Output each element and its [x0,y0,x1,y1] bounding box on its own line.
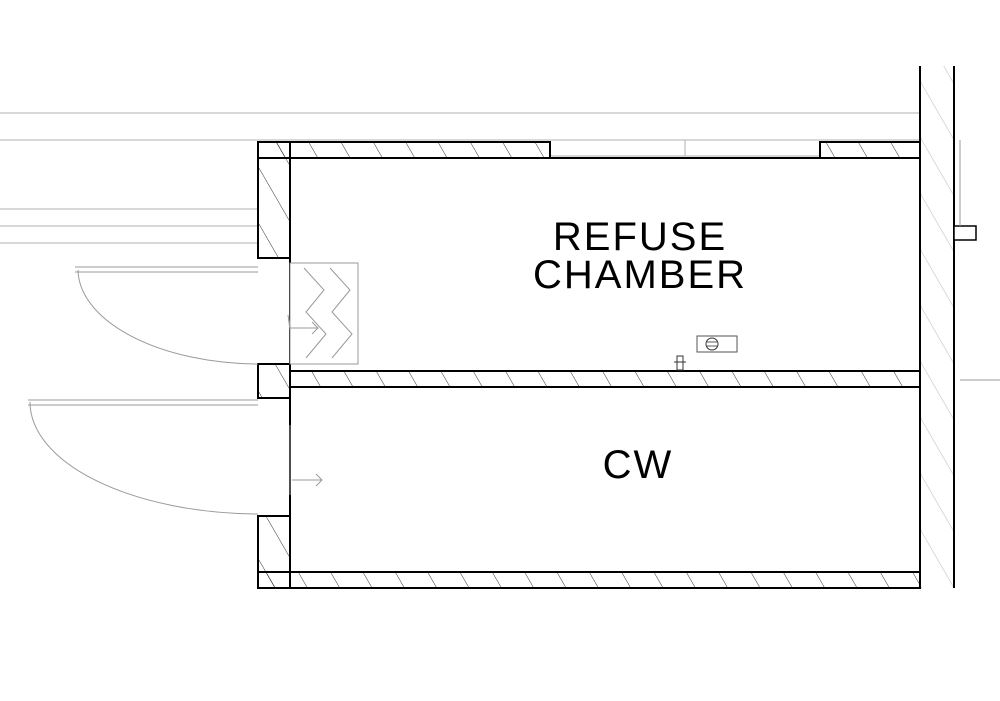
external-wall-right [919,66,1000,588]
room-label-cw: CW [603,443,674,487]
door-swing-arc [28,266,259,515]
wall-left-refuse-upper [257,141,291,259]
room-label-refuse-line1: REFUSE [553,215,727,259]
room-label-refuse-line2: CHAMBER [533,253,747,297]
wall-bottom-cw [257,571,921,589]
floor-drain-icon [696,335,738,353]
refuse-door-panel [289,262,359,365]
valve-icon [674,355,686,371]
flow-arrow-icon [287,314,323,495]
corridor-lines [0,112,920,244]
wall-stub-middle [257,363,291,399]
partition-wall [289,370,921,388]
